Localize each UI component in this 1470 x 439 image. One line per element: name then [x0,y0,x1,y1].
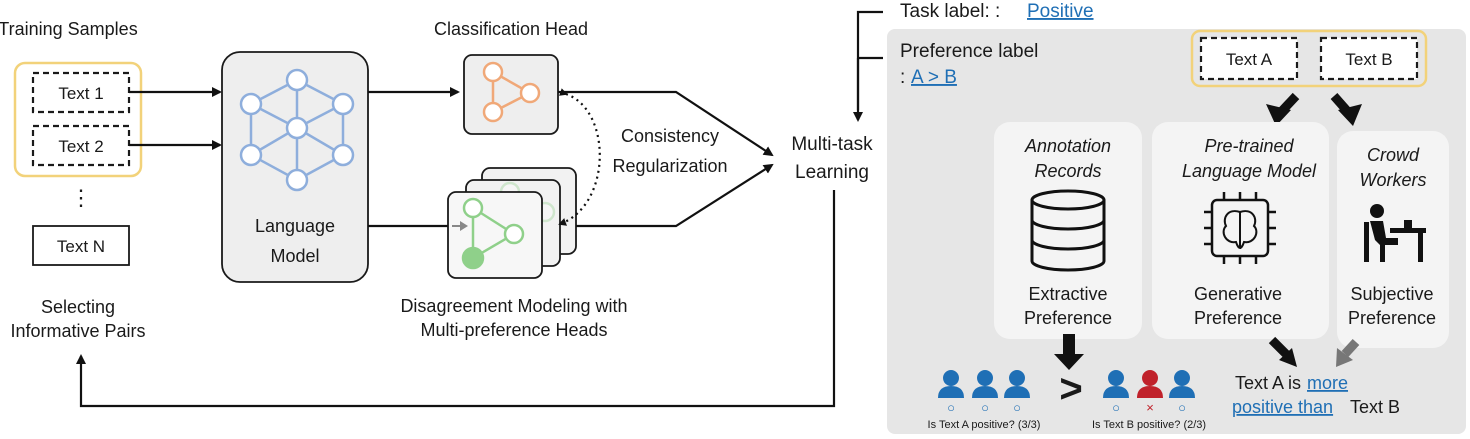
language-model-block: Language Model [221,51,369,283]
label-bracket [856,10,883,110]
pref-label-prefix: : [900,67,905,88]
pref-label-value[interactable]: A > B [911,67,957,88]
vote-b-mark-3: ○ [1178,400,1186,415]
mtl-line2: Learning [795,162,869,183]
worker-at-desk-icon [1364,204,1426,262]
selecting-pairs-line1: Selecting [41,297,115,317]
card3-title-line1: Crowd [1367,145,1420,165]
disagreement-line1: Disagreement Modeling with [400,296,627,316]
result-line2-post: Text B [1350,397,1400,417]
database-icon [1030,189,1106,272]
text-b-label: Text B [1345,50,1392,69]
annotators-text-b: ○ × ○ [1103,370,1195,415]
sample-text-n[interactable]: Text N [32,225,130,266]
thick-arrow-down [1054,334,1084,370]
selected-samples-group [13,61,143,178]
card-crowd-workers: Crowd Workers Subjective Preference [1337,131,1449,348]
preference-heads-stack [447,167,577,279]
sample-text-1[interactable]: Text 1 [31,71,131,114]
result-line2-link[interactable]: positive than [1232,397,1333,417]
thick-arrow-llm-to-result [1268,336,1297,367]
vote-a-caption: Is Text A positive? (3/3) [928,419,1041,431]
lm-label-line1: Language [255,216,335,236]
vote-a-mark-2: ○ [981,400,989,415]
sample-text-1-label: Text 1 [58,84,103,103]
feedback-loop-arrow [76,190,836,408]
result-line1-pre: Text A is [1235,373,1301,393]
vote-a-mark-3: ○ [1013,400,1021,415]
green-network-icon [461,197,525,270]
brain-chip-icon [1204,192,1276,264]
card1-sub-line1: Extractive [1028,284,1107,304]
neural-network-icon [239,68,355,192]
task-label-value[interactable]: Positive [1027,1,1094,22]
card3-sub-line1: Subjective [1350,284,1433,304]
text-a-label: Text A [1226,50,1273,69]
text-a-box[interactable]: Text A [1199,36,1299,81]
card3-sub-line2: Preference [1348,308,1436,328]
thick-arrow-to-crowd [1330,93,1362,126]
gray-arrow-crowd-to-result [1336,338,1360,367]
card1-sub-line2: Preference [1024,308,1112,328]
disagreement-line2: Multi-preference Heads [420,320,607,340]
card1-title-line2: Records [1034,161,1101,181]
card2-title-line1: Pre-trained [1204,136,1294,156]
consistency-arrow [558,88,601,226]
samples-ellipsis: ⋮ [70,185,92,210]
card2-sub-line1: Generative [1194,284,1282,304]
classification-head [463,54,559,135]
training-samples-title: Training Samples [0,19,138,39]
greater-than-sign: > [1059,367,1082,411]
annotators-text-a: ○ ○ ○ [938,370,1030,415]
cls-head-title: Classification Head [434,19,588,39]
thick-arrow-to-llm [1266,92,1300,126]
vote-a-mark-1: ○ [947,400,955,415]
pref-label-line1: Preference label [900,41,1038,62]
card2-sub-line2: Preference [1194,308,1282,328]
card1-title-line1: Annotation [1024,136,1111,156]
selecting-pairs-line2: Informative Pairs [10,321,145,341]
consistency-line2: Regularization [612,156,727,176]
card-pretrained-lm: Pre-trained Language Model Generative Pr… [1152,122,1329,339]
text-b-box[interactable]: Text B [1319,36,1419,81]
arrow-cls-to-mtl [558,90,774,157]
card-annotation-records: Annotation Records Extractive Preference [994,122,1142,339]
arrow-pref-to-mtl [576,163,774,228]
consistency-line1: Consistency [621,126,719,146]
vote-b-mark-1: ○ [1112,400,1120,415]
triangle-network-icon [482,61,541,123]
mtl-line1: Multi-task [791,134,873,155]
lm-label-line2: Model [270,246,319,266]
sample-text-2-label: Text 2 [58,137,103,156]
sample-text-n-label: Text N [57,237,105,256]
card3-title-line2: Workers [1360,170,1427,190]
card2-title-line2: Language Model [1182,161,1317,181]
result-line1-link[interactable]: more [1307,373,1348,393]
vote-b-caption: Is Text B positive? (2/3) [1092,419,1206,431]
sample-text-2[interactable]: Text 2 [31,124,131,167]
vote-b-mark-2: × [1146,400,1154,415]
text-pair-group [1190,29,1428,88]
task-label-prefix: Task label: : [900,1,1000,22]
